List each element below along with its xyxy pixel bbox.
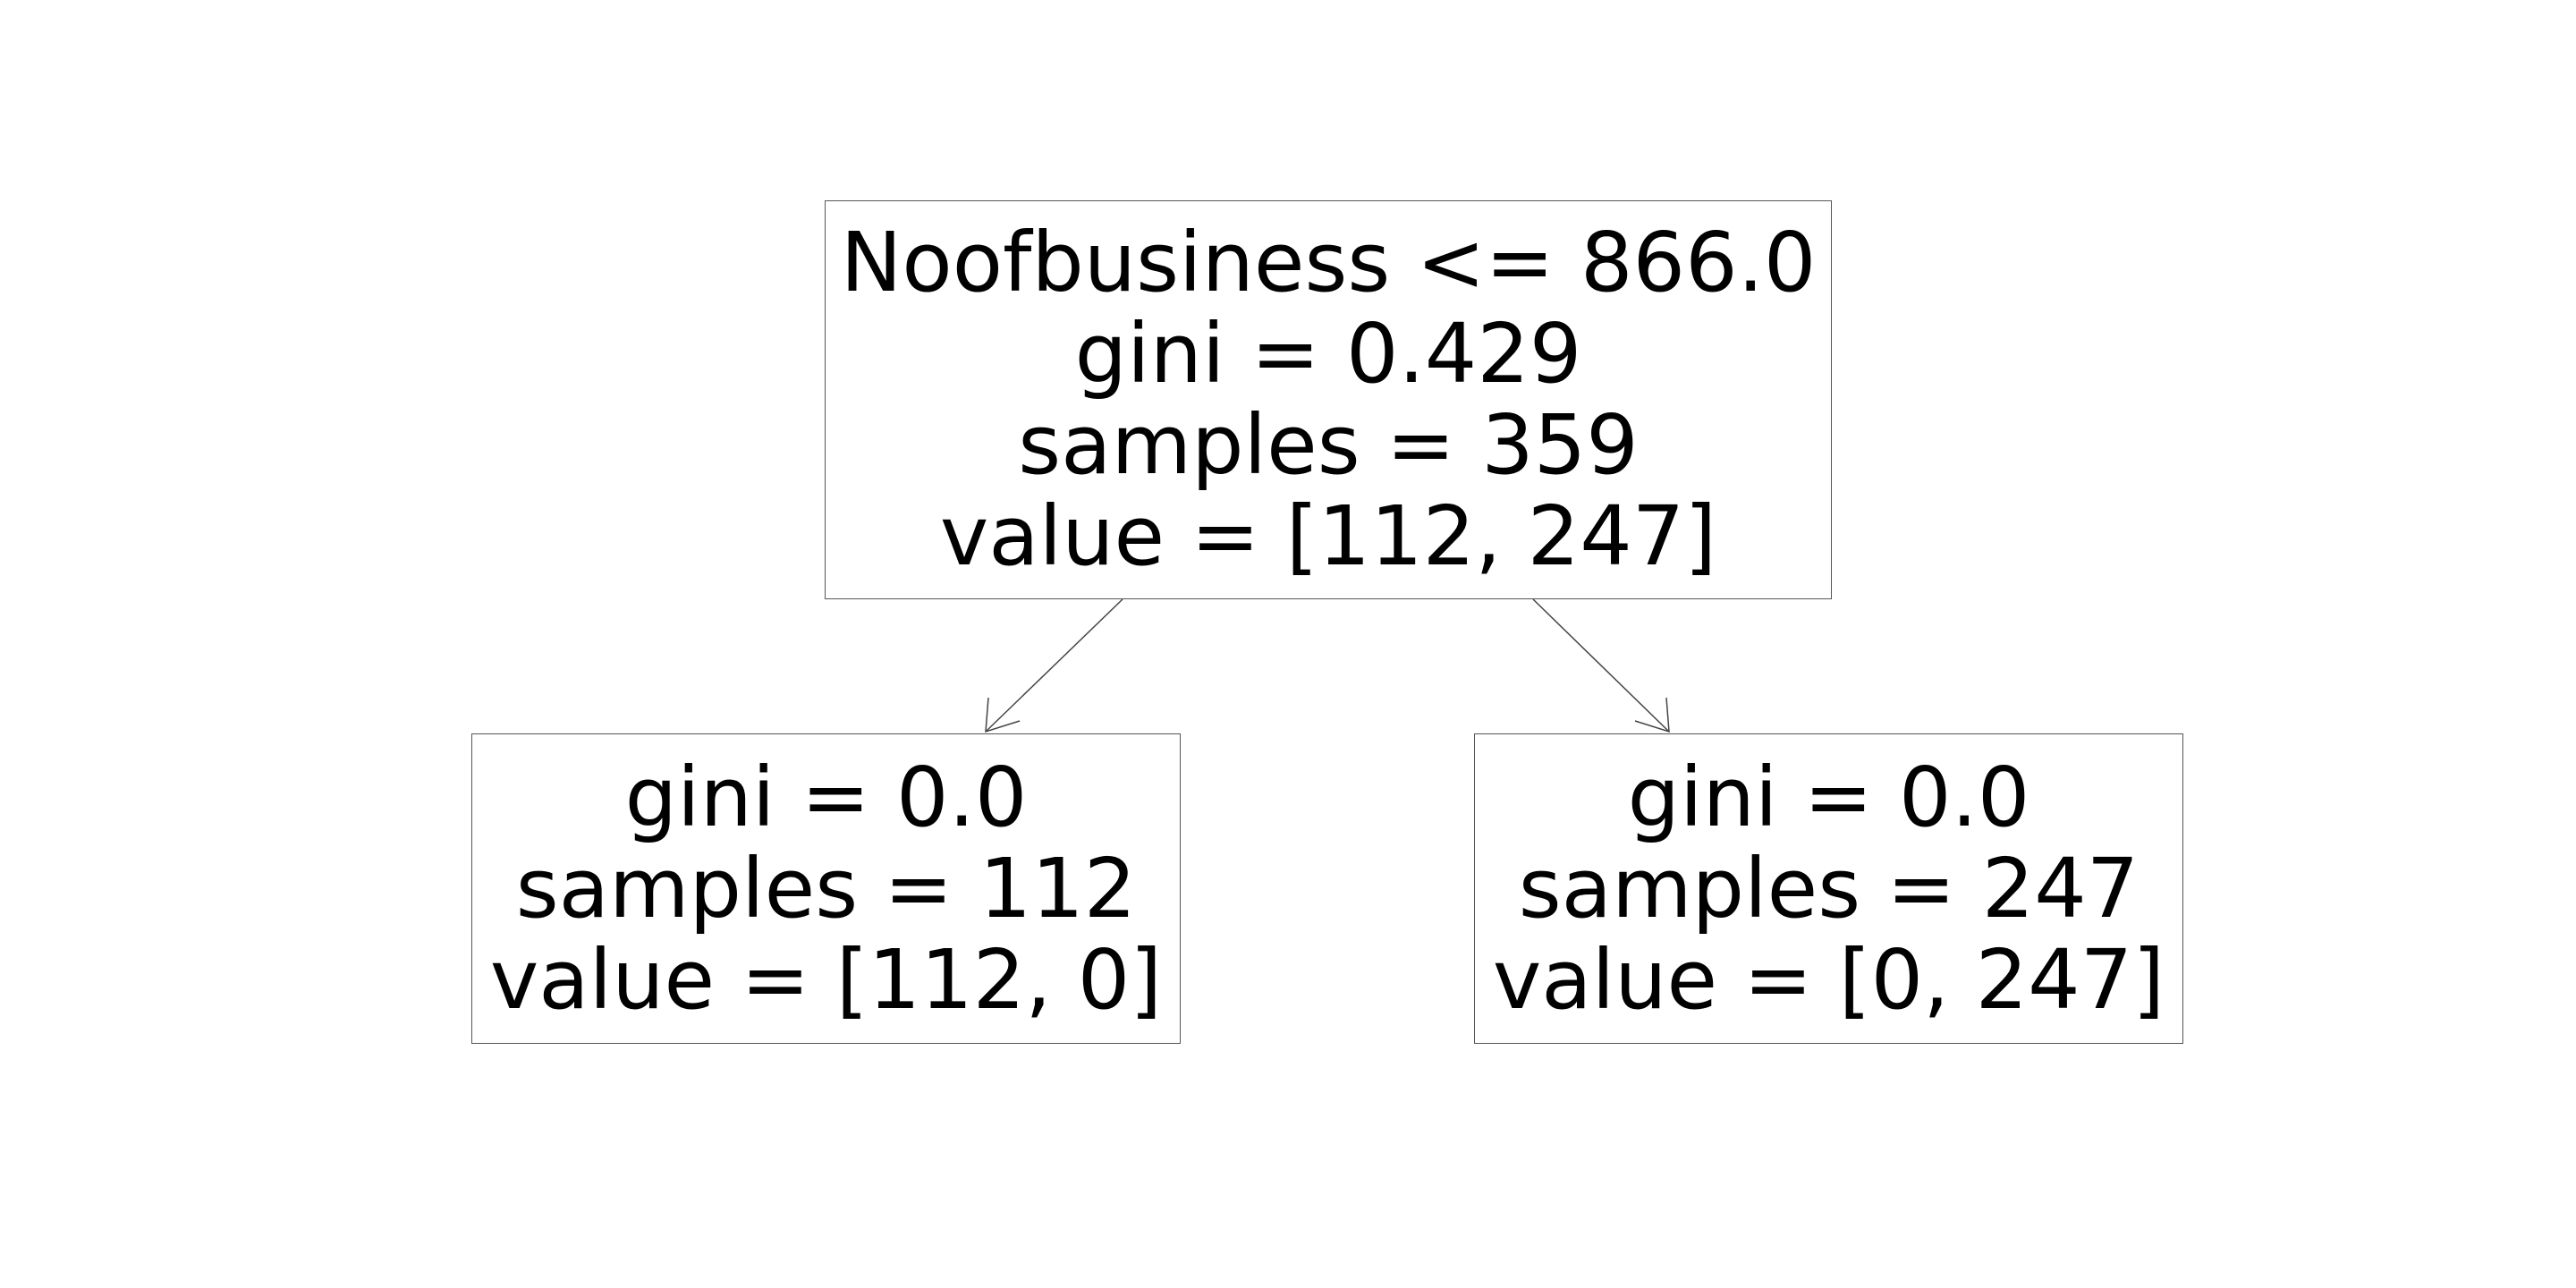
root-split-condition: Noofbusiness <= 866.0 bbox=[840, 215, 1817, 310]
root-samples: samples = 359 bbox=[1018, 397, 1639, 493]
arrowhead-right bbox=[1634, 697, 1670, 733]
edge-root-right bbox=[1532, 598, 1670, 733]
right-gini: gini = 0.0 bbox=[1627, 749, 2030, 845]
root-node: Noofbusiness <= 866.0 gini = 0.429 sampl… bbox=[825, 200, 1832, 599]
left-leaf-node: gini = 0.0 samples = 112 value = [112, 0… bbox=[471, 733, 1181, 1044]
arrowhead-left bbox=[985, 697, 1021, 733]
root-gini: gini = 0.429 bbox=[1074, 306, 1582, 402]
right-samples: samples = 247 bbox=[1518, 840, 2140, 936]
right-value: value = [0, 247] bbox=[1492, 931, 2165, 1028]
left-value: value = [112, 0] bbox=[489, 931, 1163, 1028]
left-gini: gini = 0.0 bbox=[624, 749, 1028, 845]
edge-root-left bbox=[985, 598, 1123, 733]
left-samples: samples = 112 bbox=[515, 840, 1137, 936]
root-value: value = [112, 247] bbox=[939, 488, 1717, 584]
right-leaf-node: gini = 0.0 samples = 247 value = [0, 247… bbox=[1474, 733, 2183, 1044]
